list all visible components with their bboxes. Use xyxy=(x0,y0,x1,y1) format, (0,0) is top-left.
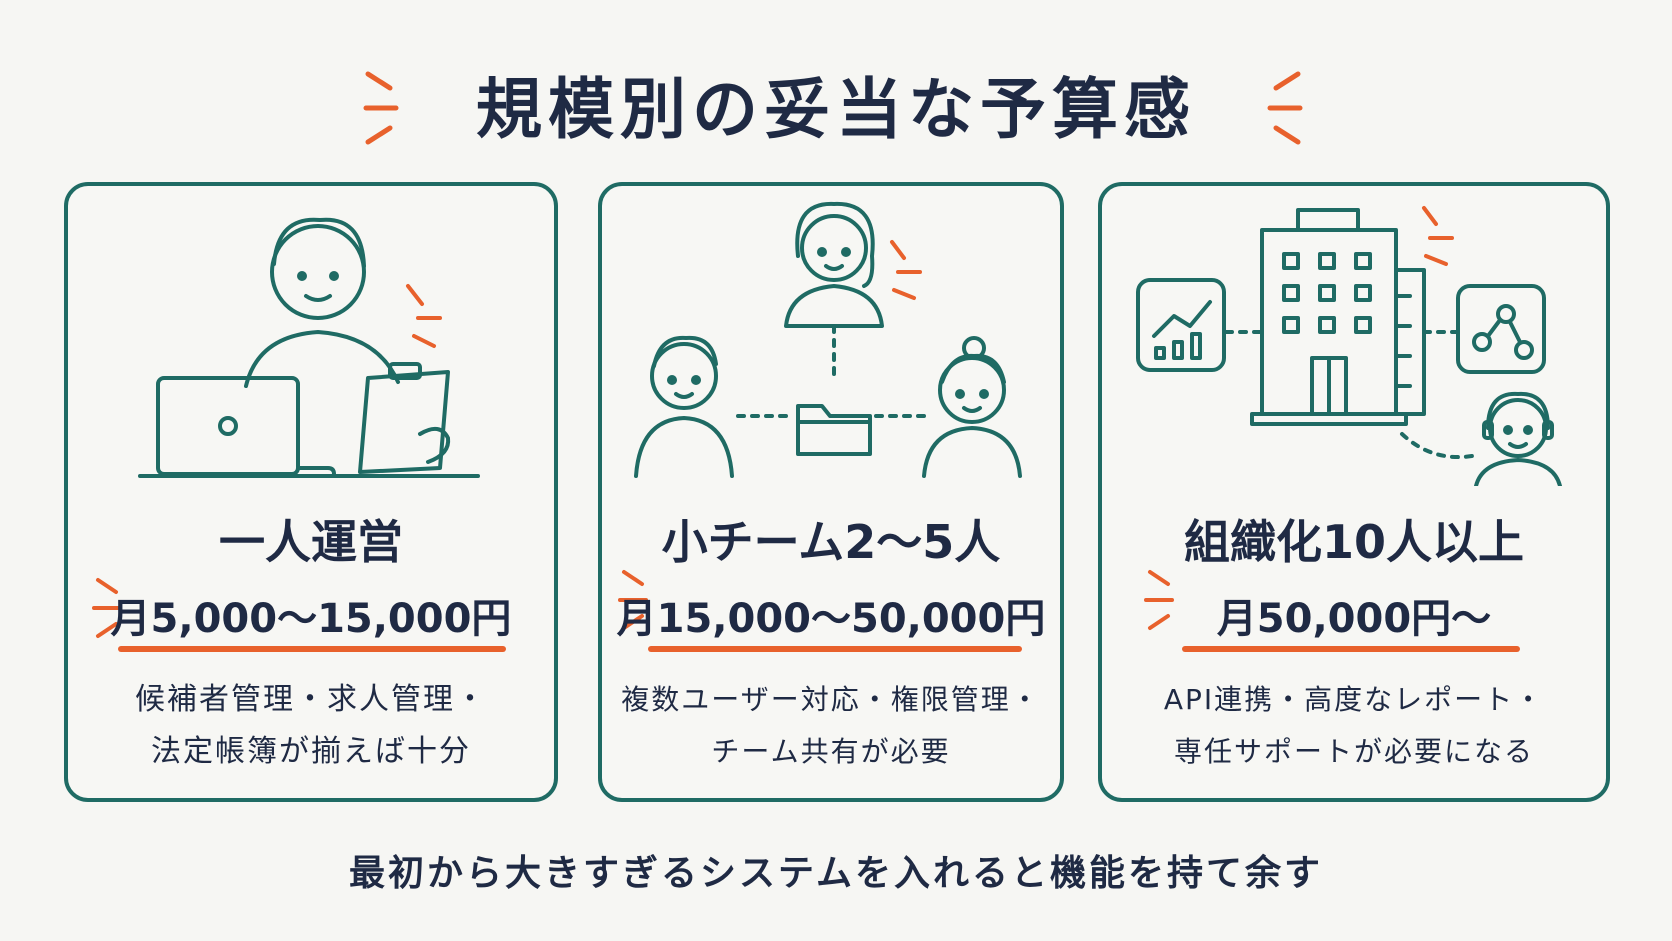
price-burst-icon xyxy=(618,570,648,630)
price-label: 月5,000〜15,000円 xyxy=(110,596,512,642)
team-folder-icon xyxy=(634,201,1022,478)
price-underline xyxy=(648,646,1022,652)
price-burst-icon xyxy=(1144,570,1174,630)
card-title: 組織化10人以上 xyxy=(1183,515,1524,569)
card-description: 複数ユーザー対応・権限管理・ チーム共有が必要 xyxy=(621,683,1041,768)
page-title: 規模別の妥当な予算感 xyxy=(476,71,1196,148)
footer-note: 最初から大きすぎるシステムを入れると機能を持て余す xyxy=(349,853,1323,894)
price-underline xyxy=(118,646,506,652)
price-label: 月50,000円〜 xyxy=(1216,596,1492,642)
card-description: 候補者管理・求人管理・ 法定帳簿が揃えば十分 xyxy=(135,682,487,769)
price-label: 月15,000〜50,000円 xyxy=(616,596,1046,642)
title-burst-right-icon xyxy=(1267,71,1303,145)
card-small-team: 小チーム2〜5人 月15,000〜50,000円 複数ユーザー対応・権限管理・ … xyxy=(598,182,1064,802)
title-burst-left-icon xyxy=(363,71,399,145)
building-network-icon xyxy=(1136,206,1562,486)
price-underline xyxy=(1182,646,1520,652)
card-organization: 組織化10人以上 月50,000円〜 API連携・高度なレポート・ 専任サポート… xyxy=(1098,182,1610,802)
header: 規模別の妥当な予算感 xyxy=(0,48,1672,158)
card-solo: 一人運営 月5,000〜15,000円 候補者管理・求人管理・ 法定帳簿が揃えば… xyxy=(64,182,558,802)
person-laptop-icon xyxy=(138,217,480,478)
card-title: 一人運営 xyxy=(219,515,403,569)
card-title: 小チーム2〜5人 xyxy=(661,515,1001,569)
price-burst-icon xyxy=(92,578,122,638)
card-description: API連携・高度なレポート・ 専任サポートが必要になる xyxy=(1163,683,1545,768)
